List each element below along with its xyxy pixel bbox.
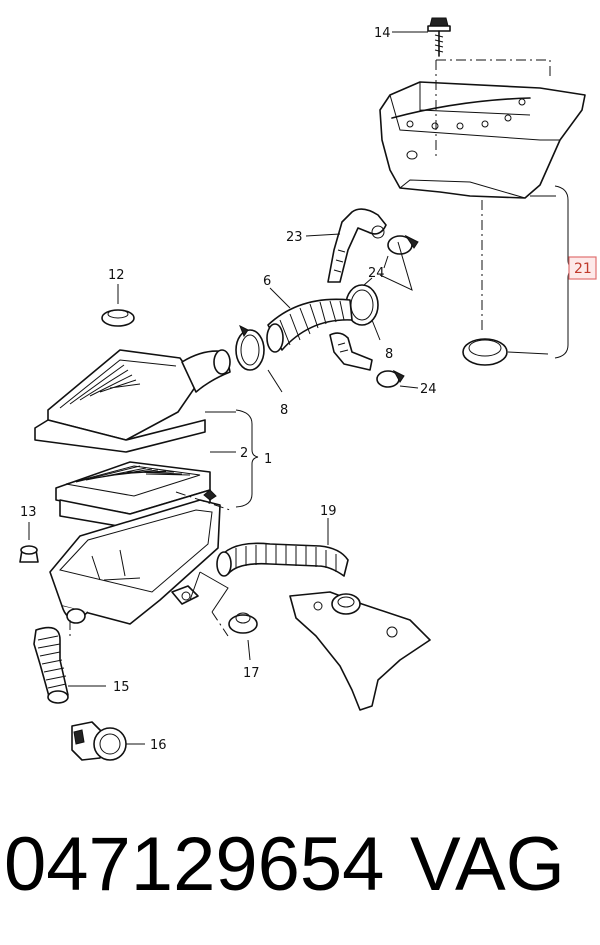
connector-part-16 bbox=[71, 721, 145, 761]
part-footer: 047129654 VAG bbox=[0, 820, 600, 930]
callout-16: 16 bbox=[150, 738, 167, 753]
callout-13: 13 bbox=[20, 505, 37, 520]
callout-8-left: 8 bbox=[280, 403, 288, 418]
clamp-part-8-right bbox=[345, 277, 381, 341]
filter-housing-cover bbox=[34, 349, 236, 453]
callout-17: 17 bbox=[243, 666, 260, 681]
corrugated-hose-part-6 bbox=[266, 287, 353, 353]
callout-labels: 14 12 23 24 21 6 8 8 24 2 1 13 19 17 15 … bbox=[20, 26, 592, 753]
callout-6: 6 bbox=[263, 274, 271, 289]
callout-12: 12 bbox=[108, 268, 125, 283]
bracket-1 bbox=[235, 409, 259, 508]
parts-exploded-diagram: 14 12 23 24 21 6 8 8 24 2 1 13 19 17 15 … bbox=[19, 17, 597, 761]
callout-23: 23 bbox=[286, 230, 303, 245]
callout-14: 14 bbox=[374, 26, 391, 41]
callout-19: 19 bbox=[320, 504, 337, 519]
callout-2: 2 bbox=[240, 446, 248, 461]
filter-housing-lower bbox=[49, 489, 231, 637]
elbow-hose bbox=[329, 332, 373, 371]
callout-24-upper: 24 bbox=[368, 266, 385, 281]
part-number: 047129654 bbox=[4, 822, 385, 907]
hose-part-23 bbox=[305, 208, 387, 283]
callout-24-lower: 24 bbox=[420, 382, 437, 397]
callout-21: 21 bbox=[574, 261, 592, 277]
callout-15: 15 bbox=[113, 680, 130, 695]
ring-seal bbox=[462, 338, 549, 366]
clamp-part-8-left bbox=[235, 324, 283, 393]
bolt-part-14 bbox=[392, 17, 451, 57]
callout-8-right: 8 bbox=[385, 347, 393, 362]
intake-housing-part-21 bbox=[379, 59, 586, 330]
grommet-part-17 bbox=[228, 612, 258, 661]
corrugated-hose-part-19 bbox=[216, 518, 349, 577]
clamp-part-24-lower bbox=[376, 369, 419, 389]
bracket-plate bbox=[289, 591, 431, 711]
callout-21-highlight bbox=[568, 256, 597, 280]
corrugated-tube-part-15 bbox=[33, 620, 106, 704]
grommet-part-12 bbox=[101, 284, 135, 327]
clamp-part-24-upper bbox=[383, 234, 419, 269]
brand-name: VAG bbox=[410, 822, 565, 907]
plug-part-13 bbox=[19, 522, 39, 563]
callout-1: 1 bbox=[264, 452, 272, 467]
